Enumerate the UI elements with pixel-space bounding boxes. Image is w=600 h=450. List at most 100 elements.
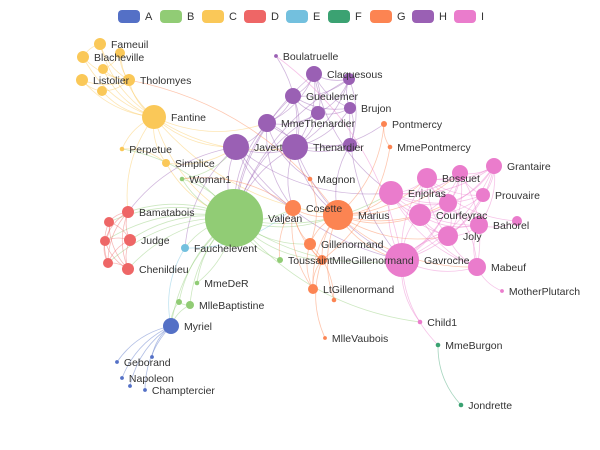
node-Grantaire[interactable] <box>486 158 502 174</box>
link-Fantine-MmeThenardier <box>153 116 268 132</box>
node-Toussaint[interactable] <box>277 257 283 263</box>
node-Babet[interactable] <box>311 106 325 120</box>
node-Tholomyes[interactable] <box>123 74 135 86</box>
node-Brevet[interactable] <box>104 217 114 227</box>
node-Champtercier[interactable] <box>143 388 147 392</box>
node-Valjean[interactable] <box>205 189 263 247</box>
legend-item-e[interactable]: E <box>286 10 328 23</box>
link-Javert-Bamatabois <box>127 146 237 213</box>
node-MotherPlutarch[interactable] <box>500 289 504 293</box>
legend-swatch <box>328 10 350 23</box>
node-label: Brujon <box>361 103 392 115</box>
node-Perpetue[interactable] <box>119 146 125 152</box>
node-Blacheville[interactable] <box>77 51 89 63</box>
node-BaronessT[interactable] <box>331 297 337 303</box>
legend-label: A <box>145 10 153 23</box>
node-MlleGillenormand[interactable] <box>317 255 327 265</box>
node-label: Javert <box>254 142 283 154</box>
node-Cochepaille[interactable] <box>103 258 113 268</box>
node-Feuilly[interactable] <box>452 165 468 181</box>
legend-label: G <box>397 10 406 23</box>
node-MmeMagloire[interactable] <box>176 299 182 305</box>
node-MmeHucheloup[interactable] <box>512 216 522 226</box>
node-Thenardier[interactable] <box>282 134 308 160</box>
node-Champmathieu[interactable] <box>100 236 110 246</box>
node-Judge[interactable] <box>124 234 136 246</box>
legend-item-i[interactable]: I <box>454 10 496 23</box>
node-MmeThenardier[interactable] <box>258 114 276 132</box>
node-Montparnasse[interactable] <box>343 73 355 85</box>
legend-label: E <box>313 10 321 23</box>
legend-item-g[interactable]: G <box>370 10 412 23</box>
node-Child1[interactable] <box>417 319 423 325</box>
link-Fauchelevent-Myriel <box>168 247 186 327</box>
node-Count[interactable] <box>128 384 132 388</box>
legend-swatch <box>412 10 434 23</box>
node-Zephine[interactable] <box>97 86 107 96</box>
node-Favourite[interactable] <box>115 48 125 58</box>
legend-item-f[interactable]: F <box>328 10 370 23</box>
nodes-layer <box>76 38 522 408</box>
node-MmeDeR[interactable] <box>194 280 200 286</box>
legend-item-a[interactable]: A <box>118 10 160 23</box>
node-Gavroche[interactable] <box>385 243 419 277</box>
legend-item-b[interactable]: B <box>160 10 202 23</box>
node-Simplice[interactable] <box>162 159 170 167</box>
link-Marius-Feuilly <box>337 172 461 216</box>
node-Jondrette[interactable] <box>458 402 464 408</box>
node-Magnon[interactable] <box>307 176 313 182</box>
node-Marius[interactable] <box>323 200 353 230</box>
legend-label: B <box>187 10 195 23</box>
node-LtGillenormand[interactable] <box>308 284 318 294</box>
node-label: Woman1 <box>189 174 231 186</box>
node-Napoleon[interactable] <box>120 376 124 380</box>
node-Pontmercy[interactable] <box>381 121 387 127</box>
node-label: Chenildieu <box>139 264 189 276</box>
node-Fameuil[interactable] <box>94 38 106 50</box>
node-Bossuet[interactable] <box>417 168 437 188</box>
node-Enjolras[interactable] <box>379 181 403 205</box>
node-Boulatruelle[interactable] <box>274 54 278 58</box>
link-Brujon-Gavroche <box>349 107 403 261</box>
node-label: Tholomyes <box>140 75 191 87</box>
node-Woman1[interactable] <box>179 176 185 182</box>
node-MmePontmercy[interactable] <box>387 144 393 150</box>
node-Claquesous[interactable] <box>306 66 322 82</box>
node-label: Blacheville <box>94 52 144 64</box>
node-Eponine[interactable] <box>343 138 357 152</box>
node-Joly[interactable] <box>438 226 458 246</box>
node-Chenildieu[interactable] <box>122 263 134 275</box>
node-Prouvaire[interactable] <box>476 188 490 202</box>
node-Cosette[interactable] <box>285 200 301 216</box>
node-Bamatabois[interactable] <box>122 206 134 218</box>
node-MlleVaubois[interactable] <box>323 336 327 340</box>
node-MmeBurgon[interactable] <box>435 342 441 348</box>
node-MlleBaptistine[interactable] <box>186 301 194 309</box>
node-Courfeyrac[interactable] <box>409 204 431 226</box>
node-Fauchelevent[interactable] <box>181 244 189 252</box>
node-label: Fantine <box>171 112 206 124</box>
legend-item-c[interactable]: C <box>202 10 244 23</box>
node-Geborand[interactable] <box>115 360 119 364</box>
node-Mabeuf[interactable] <box>468 258 486 276</box>
node-Combeferre[interactable] <box>439 194 457 212</box>
node-Gillenormand[interactable] <box>304 238 316 250</box>
link-MlleGillenormand-MlleVaubois <box>315 259 326 339</box>
node-Dahlia[interactable] <box>98 64 108 74</box>
node-Myriel[interactable] <box>163 318 179 334</box>
node-Gueulemer[interactable] <box>285 88 301 104</box>
link-MlleGillenormand-MmePontmercy <box>321 146 391 261</box>
node-Bahorel[interactable] <box>470 216 488 234</box>
legend-item-h[interactable]: H <box>412 10 454 23</box>
node-label: Gavroche <box>424 255 470 267</box>
node-Javert[interactable] <box>223 134 249 160</box>
node-Brujon[interactable] <box>344 102 356 114</box>
node-label: Joly <box>463 231 482 243</box>
node-OldMan[interactable] <box>150 355 154 359</box>
node-Listolier[interactable] <box>76 74 88 86</box>
node-Fantine[interactable] <box>142 105 166 129</box>
link-Cosette-Woman1 <box>181 177 294 209</box>
node-label: Fauchelevent <box>194 243 257 255</box>
legend-item-d[interactable]: D <box>244 10 286 23</box>
